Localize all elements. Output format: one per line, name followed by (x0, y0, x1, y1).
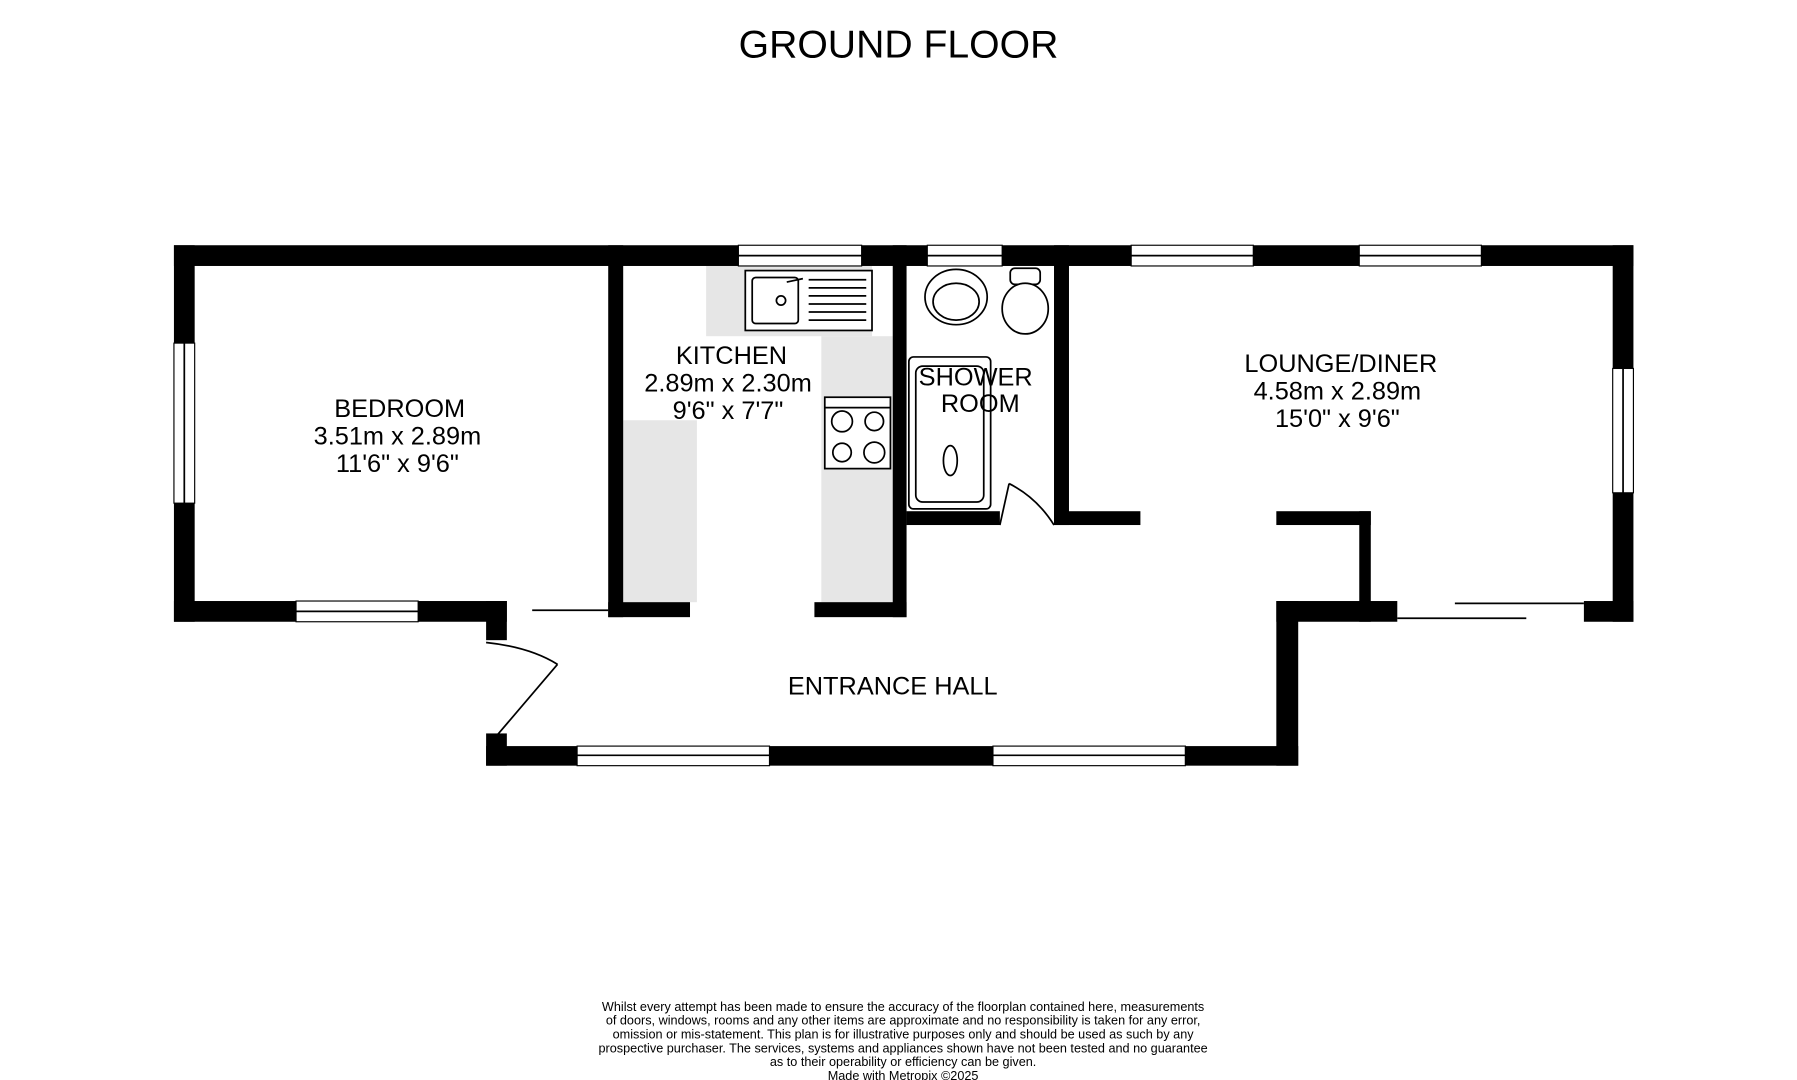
windows (173, 244, 1635, 767)
svg-text:4.58m x 2.89m: 4.58m x 2.89m (1254, 378, 1422, 406)
svg-text:Made with Metropix ©2025: Made with Metropix ©2025 (828, 1069, 979, 1080)
svg-text:as to their operability or eff: as to their operability or efficiency ca… (770, 1055, 1036, 1069)
svg-text:LOUNGE/DINER: LOUNGE/DINER (1244, 350, 1437, 378)
svg-text:KITCHEN: KITCHEN (676, 342, 787, 370)
window (737, 244, 863, 267)
svg-text:3.51m x 2.89m: 3.51m x 2.89m (314, 422, 482, 450)
svg-text:omission or mis-statement. Thi: omission or mis-statement. This plan is … (613, 1028, 1195, 1042)
room-label-lounge: LOUNGE/DINER 4.58m x 2.89m 15'0" x 9'6" (1244, 350, 1437, 433)
sink-icon (744, 269, 873, 332)
entrance-door (486, 641, 559, 736)
svg-text:2.89m x 2.30m: 2.89m x 2.30m (644, 369, 812, 397)
shower-door (999, 482, 1055, 526)
svg-text:15'0" x 9'6": 15'0" x 9'6" (1275, 405, 1400, 433)
room-label-bedroom: BEDROOM 3.51m x 2.89m 11'6" x 9'6" (314, 395, 482, 478)
svg-text:Whilst every attempt has been: Whilst every attempt has been made to en… (602, 1000, 1204, 1014)
toilet-icon (1001, 267, 1050, 335)
shower-tray-icon (908, 356, 992, 510)
svg-text:ROOM: ROOM (941, 390, 1020, 418)
window (992, 745, 1186, 767)
doors (486, 482, 1584, 736)
room-label-kitchen: KITCHEN 2.89m x 2.30m 9'6" x 7'7" (644, 342, 812, 425)
room-label-shower: SHOWER ROOM (919, 364, 1033, 418)
window (1612, 367, 1635, 494)
window (1358, 244, 1482, 267)
floor-title: GROUND FLOOR (739, 24, 1059, 67)
svg-text:of doors, windows, rooms and a: of doors, windows, rooms and any other i… (606, 1014, 1201, 1028)
disclaimer: Whilst every attempt has been made to en… (599, 1000, 1208, 1080)
svg-text:9'6" x 7'7": 9'6" x 7'7" (673, 397, 784, 425)
window (1130, 244, 1254, 267)
svg-text:BEDROOM: BEDROOM (334, 395, 465, 423)
svg-text:SHOWER: SHOWER (919, 364, 1033, 392)
sliding-door (1397, 602, 1584, 620)
window (576, 745, 771, 767)
window (926, 244, 1003, 267)
window (173, 342, 196, 504)
svg-text:prospective purchaser. The ser: prospective purchaser. The services, sys… (599, 1041, 1208, 1055)
svg-text:11'6" x 9'6": 11'6" x 9'6" (336, 450, 459, 478)
hob-icon (823, 396, 892, 470)
window (295, 600, 419, 623)
room-label-hall: ENTRANCE HALL (788, 672, 998, 700)
basin-icon (924, 268, 989, 326)
